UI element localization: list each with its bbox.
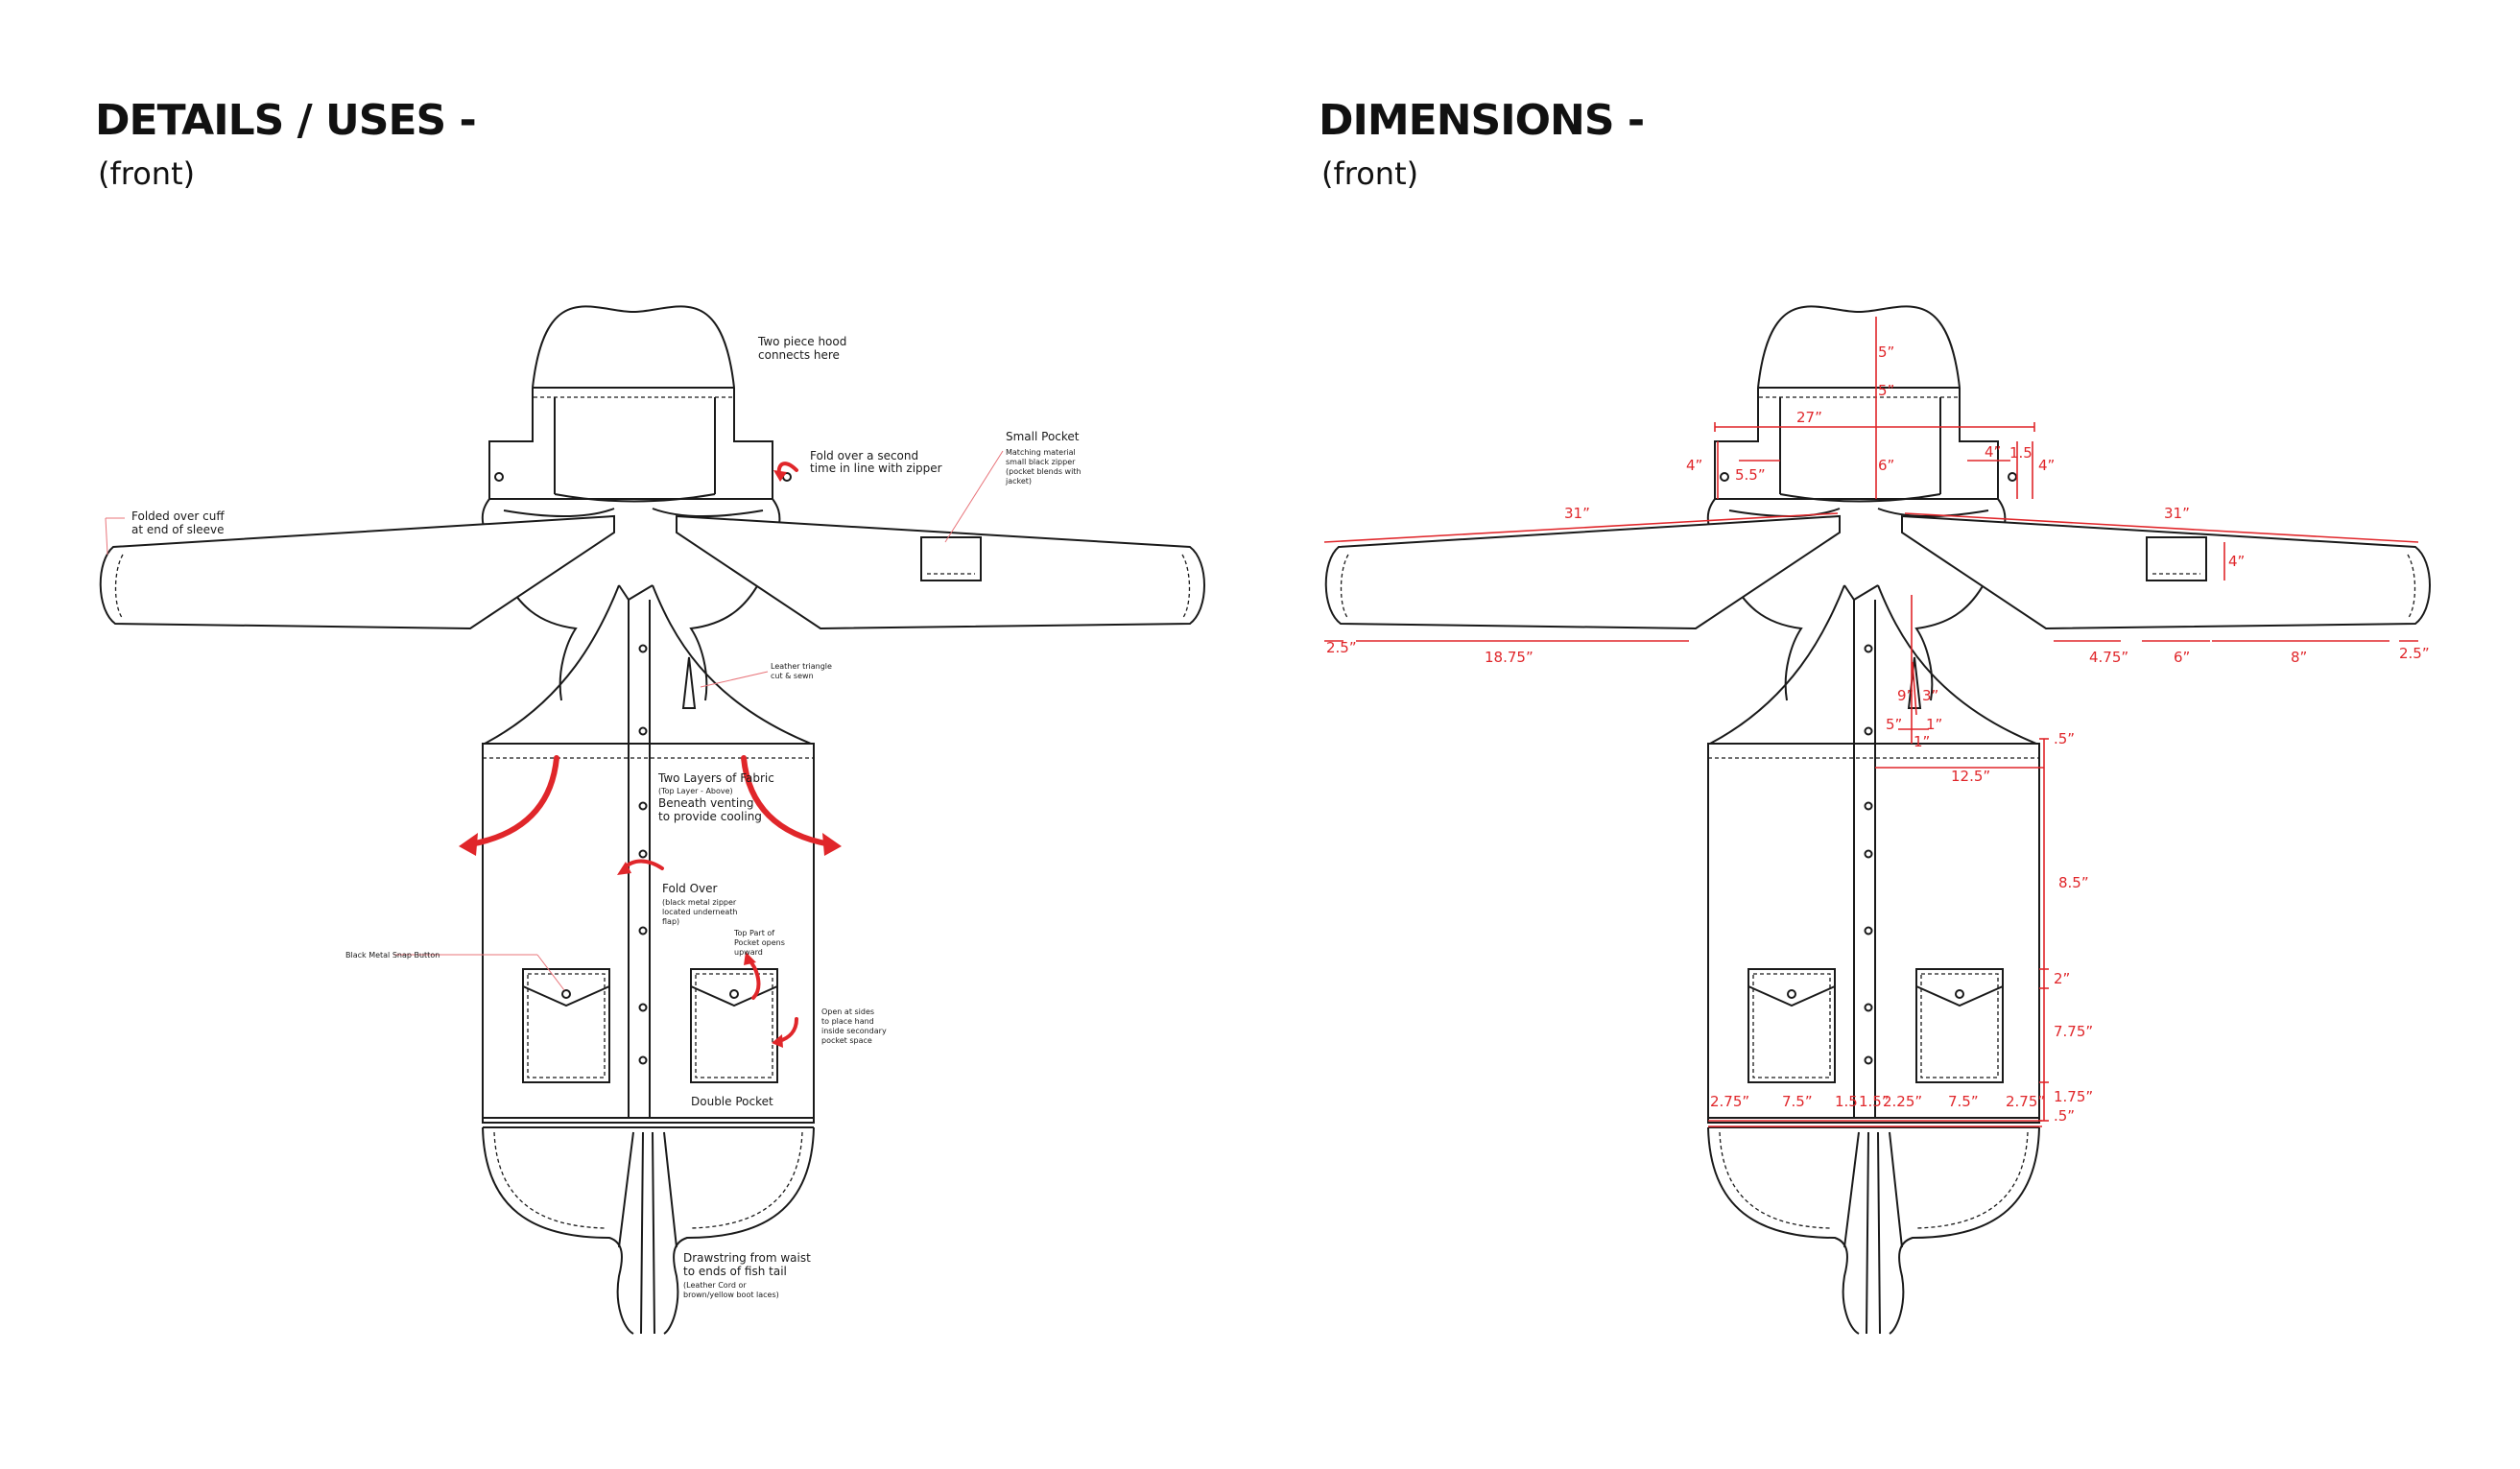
vent-arrow-left [459, 755, 559, 856]
dim-sleeve-seg-1: 4.75” [2089, 649, 2128, 666]
snap-button-note: Black Metal Snap Button [345, 951, 440, 960]
dimension-lines [1323, 317, 2419, 1127]
dim-collar-tab-right: 1.5 [2009, 444, 2033, 462]
dim-band-top: .5” [2054, 730, 2075, 747]
dimensions-title: DIMENSIONS - [1319, 96, 1645, 145]
dim-collar-inner-right: 4” [1985, 443, 2001, 461]
drawstring-note-2: to ends of fish tail [683, 1265, 787, 1278]
dim-width-3: 1.5 [1835, 1093, 1858, 1110]
drawstring-note-3: (Leather Cord or [683, 1281, 747, 1290]
fold-note-2: time in line with zipper [810, 462, 942, 475]
dim-body-height: 8.5” [2058, 874, 2089, 891]
dim-triangle-small-2: 1” [1914, 733, 1930, 750]
dim-width-6: 7.5” [1948, 1093, 1979, 1110]
dim-pocket-body-height: 7.75” [2054, 1023, 2093, 1040]
dim-forearm-left: 18.75” [1485, 649, 1533, 666]
dim-triangle-height: 9” [1897, 687, 1914, 704]
dim-sleeve-seg-2: 6” [2174, 649, 2190, 666]
dim-width-7: 2.75” [2006, 1093, 2045, 1110]
dim-half-width: 12.5” [1951, 768, 1990, 785]
top-part-note-3: upward [734, 948, 763, 957]
top-part-note-1: Top Part of [733, 929, 774, 937]
layers-note-3: Beneath venting [658, 796, 753, 810]
dim-cuff-right: 2.5” [2399, 645, 2430, 662]
dim-width-4: 1.5” [1859, 1093, 1890, 1110]
double-pocket-label: Double Pocket [691, 1095, 773, 1108]
dim-sleeve-right: 31” [2164, 505, 2190, 522]
small-pocket-desc-2: small black zipper [1006, 458, 1076, 466]
open-sides-note-4: pocket space [821, 1036, 872, 1045]
layers-note-1: Two Layers of Fabric [657, 771, 774, 785]
small-pocket-desc-3: (pocket blends with [1006, 467, 1082, 476]
dim-width-2: 7.5” [1782, 1093, 1813, 1110]
fold-arrow-collar [773, 462, 798, 482]
dim-collar-center: 6” [1878, 457, 1894, 474]
dim-width-1: 2.75” [1710, 1093, 1749, 1110]
details-title: DETAILS / USES - [95, 96, 477, 145]
layers-note-2: (Top Layer - Above) [658, 787, 733, 795]
dim-collar-height-left: 4” [1686, 457, 1702, 474]
fold-note-1: Fold over a second [810, 449, 918, 462]
drawstring-note-1: Drawstring from waist [683, 1251, 811, 1265]
dim-triangle-mid: 3” [1922, 687, 1938, 704]
small-pocket-desc-4: jacket) [1005, 477, 1032, 486]
dim-cuff-left: 2.5” [1326, 639, 1357, 656]
dim-sleeve-seg-3: 8” [2291, 649, 2307, 666]
dim-collar-inner-left: 5.5” [1735, 466, 1766, 484]
dim-hood-width: 27” [1796, 409, 1822, 426]
foldover-note-1: Fold Over [662, 882, 718, 895]
dim-collar-height-right: 4” [2038, 457, 2055, 474]
foldover-note-3: located underneath [662, 908, 738, 916]
vent-arrow-right [741, 755, 842, 856]
fold-arrow-placket [617, 859, 664, 875]
small-pocket-label: Small Pocket [1006, 430, 1080, 443]
foldover-note-2: (black metal zipper [662, 898, 737, 907]
dim-width-5: 2.25” [1883, 1093, 1922, 1110]
drawstring-note-4: brown/yellow boot laces) [683, 1291, 779, 1299]
dim-triangle-width: 5” [1886, 716, 1902, 733]
dim-pocket-height: 4” [2228, 553, 2245, 570]
dim-bottom-band: .5” [2054, 1107, 2075, 1125]
pocket-side-arrow [772, 1017, 798, 1048]
leather-note-2: cut & sewn [771, 672, 814, 680]
dim-hem-height: 1.75” [2054, 1088, 2093, 1105]
pocket-open-arrow-up [744, 952, 761, 1000]
open-sides-note-3: inside secondary [821, 1027, 887, 1035]
dim-hood-band: 5” [1878, 382, 1894, 399]
dim-hood-height: 5” [1878, 344, 1894, 361]
open-sides-note-1: Open at sides [821, 1007, 874, 1016]
details-subtitle: (front) [98, 155, 196, 192]
top-part-note-2: Pocket opens [734, 938, 785, 947]
open-sides-note-2: to place hand [821, 1017, 874, 1026]
dim-sleeve-left: 31” [1564, 505, 1590, 522]
layers-note-4: to provide cooling [658, 810, 762, 823]
cuff-note-1: Folded over cuff [131, 509, 225, 523]
leather-note-1: Leather triangle [771, 662, 832, 671]
foldover-note-4: flap) [662, 917, 679, 926]
dim-flap-height: 2” [2054, 970, 2070, 987]
hood-note-2: connects here [758, 348, 840, 362]
dim-triangle-small-1: 1” [1926, 716, 1942, 733]
dimensions-subtitle: (front) [1321, 155, 1419, 192]
cuff-note-2: at end of sleeve [131, 523, 225, 536]
small-pocket-desc-1: Matching material [1006, 448, 1076, 457]
hood-note-1: Two piece hood [757, 335, 846, 348]
